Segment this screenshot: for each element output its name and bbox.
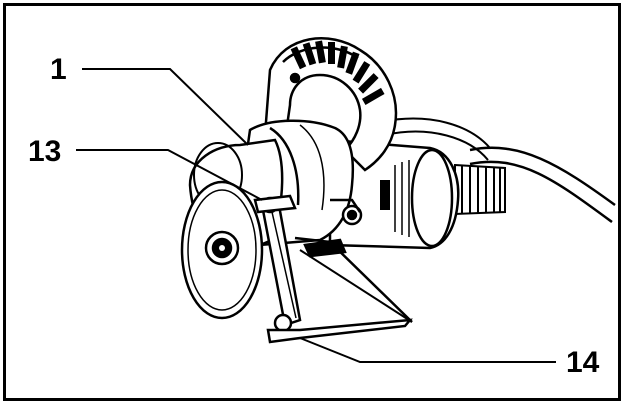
callout-label-14: 14 [566, 346, 600, 379]
leader-lines [76, 68, 556, 363]
leader-line-1 [82, 68, 249, 146]
cutting-blade [180, 180, 264, 320]
guide-bracket [253, 194, 302, 333]
base-plate [266, 236, 413, 344]
strain-relief [454, 163, 506, 216]
leader-line-13 [76, 149, 263, 201]
callout-label-13: 13 [28, 135, 62, 168]
callout-label-1: 1 [50, 53, 67, 86]
figure-frame [3, 3, 621, 401]
handle [263, 37, 398, 172]
leader-line-14 [299, 337, 556, 363]
